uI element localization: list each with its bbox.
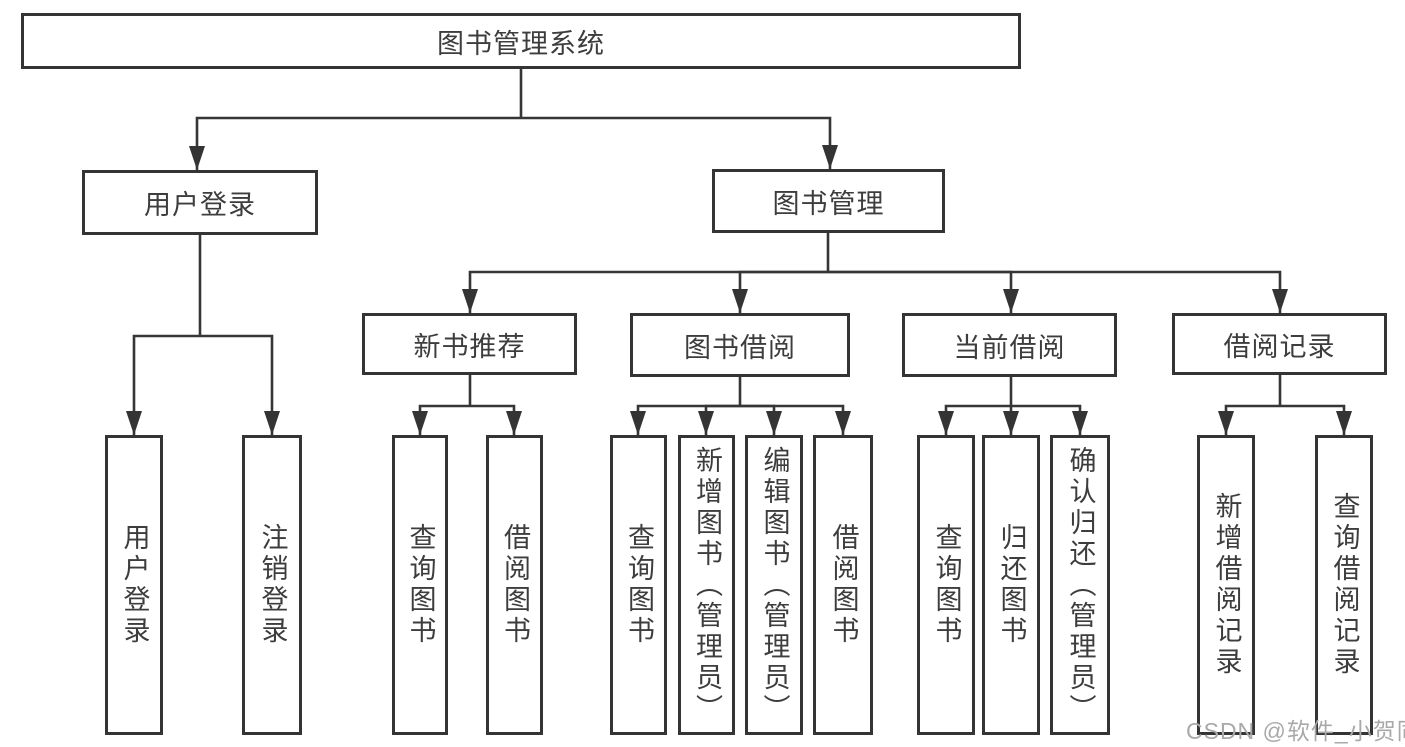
node-book-borrowing: 图书借阅 — [630, 313, 850, 377]
node-borrowing-edit-books-admin: 编辑图书（管理员） — [745, 435, 803, 735]
node-new-book-recommend-label: 新书推荐 — [413, 331, 526, 362]
node-recommend-borrow-books: 借阅图书 — [486, 435, 543, 735]
node-records-add-record: 新增借阅记录 — [1197, 435, 1255, 735]
node-book-management: 图书管理 — [712, 169, 945, 233]
edge-root-userlogin — [189, 116, 521, 170]
node-recommend-query-books: 查询图书 — [392, 435, 448, 735]
edge-borrowing-borrow — [740, 404, 851, 435]
edge-borrowing-edit — [740, 404, 782, 435]
node-recommend-query-books-label: 查询图书 — [405, 523, 436, 647]
node-system-root-label: 图书管理系统 — [437, 28, 605, 59]
edge-bookmgmt-borrowing — [732, 270, 828, 313]
edge-recommend-query — [412, 404, 470, 435]
node-borrowing-add-books-admin: 新增图书（管理员） — [678, 435, 735, 735]
node-new-book-recommend: 新书推荐 — [362, 313, 577, 375]
edge-records-query — [1280, 404, 1352, 435]
node-borrowing-add-books-admin-label: 新增图书（管理员） — [692, 445, 722, 725]
node-book-management-label: 图书管理 — [772, 188, 885, 219]
edge-userlogin-login — [126, 334, 200, 435]
edge-root-bookmgmt — [521, 116, 838, 169]
node-records-add-record-label: 新增借阅记录 — [1211, 492, 1242, 678]
node-borrowing-edit-books-admin-label: 编辑图书（管理员） — [759, 445, 790, 725]
edge-current-confirm — [1011, 404, 1088, 435]
node-logout-leaf: 注销登录 — [242, 435, 302, 735]
node-records-query-record-label: 查询借阅记录 — [1329, 492, 1360, 678]
node-current-return-books: 归还图书 — [982, 435, 1040, 735]
edge-borrowing-query — [630, 404, 740, 435]
node-current-query-books-label: 查询图书 — [931, 523, 962, 647]
edge-userlogin-logout — [200, 334, 280, 435]
node-book-borrowing-label: 图书借阅 — [684, 332, 796, 363]
node-current-borrowing: 当前借阅 — [902, 313, 1117, 377]
edge-recommend-borrow — [470, 404, 522, 435]
edge-borrowing-add — [698, 404, 740, 435]
edge-bookmgmt-current — [828, 270, 1019, 313]
node-borrowing-query-books-label: 查询图书 — [624, 523, 654, 647]
node-current-confirm-return-admin-label: 确认归还（管理员） — [1065, 445, 1096, 725]
node-borrow-records: 借阅记录 — [1172, 313, 1387, 375]
node-user-login: 用户登录 — [82, 170, 318, 235]
node-logout-leaf-label: 注销登录 — [257, 523, 288, 647]
node-borrow-records-label: 借阅记录 — [1223, 331, 1336, 362]
node-borrowing-borrow-books-label: 借阅图书 — [828, 523, 859, 647]
node-records-query-record: 查询借阅记录 — [1315, 435, 1373, 735]
node-current-confirm-return-admin: 确认归还（管理员） — [1050, 435, 1110, 735]
node-current-query-books: 查询图书 — [917, 435, 975, 735]
node-borrowing-query-books: 查询图书 — [610, 435, 667, 735]
edge-bookmgmt-records — [828, 270, 1288, 313]
edge-records-add — [1218, 404, 1280, 435]
node-borrowing-borrow-books: 借阅图书 — [813, 435, 873, 735]
node-current-return-books-label: 归还图书 — [996, 523, 1027, 647]
node-system-root: 图书管理系统 — [21, 13, 1021, 69]
edge-bookmgmt-recommend — [462, 270, 828, 313]
node-user-login-label: 用户登录 — [144, 190, 256, 220]
edge-current-query — [938, 404, 1011, 435]
watermark: CSDN @软件_小贺同学 — [1186, 718, 1405, 744]
node-current-borrowing-label: 当前借阅 — [953, 332, 1066, 363]
node-recommend-borrow-books-label: 借阅图书 — [500, 523, 530, 647]
node-user-login-leaf-label: 用户登录 — [119, 523, 150, 647]
node-user-login-leaf: 用户登录 — [105, 435, 163, 735]
